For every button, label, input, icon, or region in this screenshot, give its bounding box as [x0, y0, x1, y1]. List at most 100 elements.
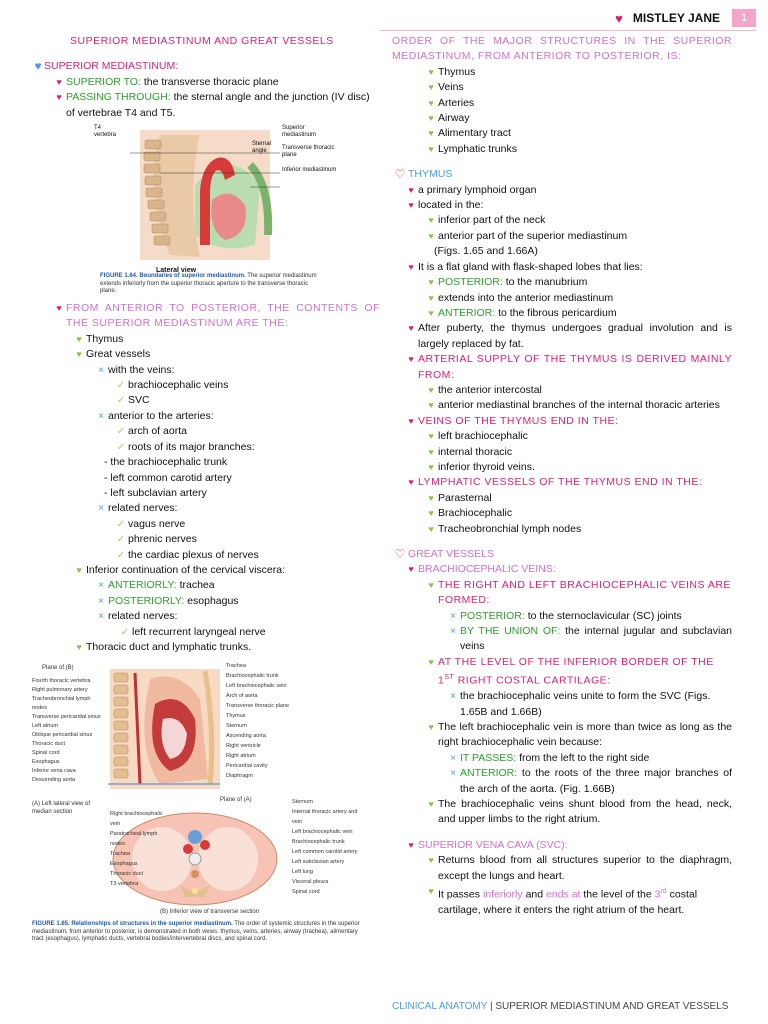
page-number: 1 [732, 9, 756, 27]
list-item: ×with the veins: [40, 363, 380, 378]
list-item: ♥LYMPHATIC VESSELS OF THE THYMUS END IN … [392, 475, 732, 490]
header-divider [380, 30, 756, 31]
list-item: ♥extends into the anterior mediastinum [392, 291, 732, 306]
heart-bullet-icon: ♥ [428, 307, 434, 318]
list-item: ♥Alimentary tract [392, 126, 732, 141]
figure-label: Sternal angle [252, 141, 272, 155]
page-header: ♥ MISTLEY JANE 1 [615, 8, 756, 28]
list-item: ♥The brachiocephalic veins shunt blood f… [392, 797, 732, 828]
heart-bullet-icon: ♥ [408, 261, 414, 272]
figure-label: Inferior mediastinum [282, 167, 337, 174]
cross-bullet-icon: × [98, 410, 104, 422]
list-item: ×BY THE UNION OF: the internal jugular a… [392, 624, 732, 655]
section-heading: SUPERIOR MEDIASTINUM: [44, 60, 179, 73]
section-heading: GREAT VESSELS [408, 548, 494, 560]
list-item: ×IT PASSES: from the left to the right s… [392, 751, 732, 766]
list-item: ♥Tracheobronchial lymph nodes [392, 522, 732, 537]
page-footer: CLINICAL ANATOMY | SUPERIOR MEDIASTINUM … [392, 1001, 728, 1012]
mediastinum-lateral-illustration [130, 130, 280, 261]
list-item: - left common carotid artery [104, 471, 232, 484]
heart-bullet-icon: ♥ [408, 477, 414, 488]
figure-caption: FIGURE 1.65. Relationships of structures… [32, 921, 360, 943]
heart-bullet-icon: ♥ [56, 303, 62, 314]
sm-heading-row: ♥ SUPERIOR MEDIASTINUM: [32, 59, 380, 74]
section-heading: FROM ANTERIOR TO POSTERIOR, THE CONTENTS… [66, 302, 380, 330]
list-item: ♥ SUPERIOR TO: the transverse thoracic p… [40, 75, 380, 90]
list-item: ♥SUPERIOR VENA CAVA (SVC): [392, 838, 732, 853]
heart-bullet-icon: ♥ [428, 128, 434, 139]
great-vessels-heading-row: ♡ GREAT VESSELS [392, 547, 732, 562]
list-item: ×ANTERIORLY: trachea [40, 578, 380, 593]
list-item: ♥the anterior intercostal [392, 383, 732, 398]
list-item: ♥ It passes inferiorly and ends at the l… [392, 884, 732, 918]
figure-subcaption: (A) Left lateral view of median section [32, 801, 91, 815]
list-item: ♥left brachiocephalic [392, 429, 732, 444]
cross-bullet-icon: × [98, 611, 104, 623]
heart-bullet-icon: ♥ [76, 641, 82, 652]
list-item: ✓SVC [40, 393, 380, 408]
list-item: ♥Thymus [392, 65, 732, 80]
list-item: ♥ANTERIOR: to the fibrous pericardium [392, 306, 732, 321]
list-item: ♥located in the: [392, 198, 732, 213]
list-item: ♥internal thoracic [392, 445, 732, 460]
list-item: ♥Returns blood from all structures super… [392, 853, 732, 884]
outline-heart-icon: ♡ [394, 167, 406, 182]
list-item: ♥anterior mediastinal branches of the in… [392, 398, 732, 413]
list-item: ×the brachiocephalic veins unite to form… [392, 689, 732, 720]
section-heading: THYMUS [408, 168, 453, 181]
list-item: - left subclavian artery [104, 486, 207, 499]
heart-bullet-icon: ♥ [428, 886, 434, 897]
list-item: ×POSTERIORLY: esophagus [40, 594, 380, 609]
heart-bullet-icon: ♥ [408, 323, 414, 334]
heart-bullet-icon: ♥ [428, 523, 434, 534]
list-item: ♥Parasternal [392, 491, 732, 506]
list-item: ♥ARTERIAL SUPPLY OF THE THYMUS IS DERIVE… [392, 352, 732, 383]
outline-heart-icon: ♡ [394, 547, 406, 561]
list-item: ✓the cardiac plexus of nerves [40, 548, 380, 563]
list-item: ♥ PASSING THROUGH: the sternal angle and… [40, 90, 380, 121]
figure-label-list: Fourth thoracic vertebra Right pulmonary… [32, 678, 101, 784]
figure-label: Transverse thoracic plane [282, 145, 335, 159]
heart-bullet-icon: ♥ [428, 461, 434, 472]
cross-bullet-icon: × [450, 768, 456, 780]
check-bullet-icon: ✓ [116, 518, 126, 530]
right-column: ORDER OF THE MAJOR STRUCTURES IN THE SUP… [392, 34, 732, 918]
heart-bullet-icon: ♥ [428, 446, 434, 457]
figure-label: Superior mediastinum [282, 125, 317, 139]
figure-subcaption: (B) Inferior view of transverse section [160, 909, 260, 916]
list-item: ✓roots of its major branches: [40, 440, 380, 455]
check-bullet-icon: ✓ [116, 549, 126, 561]
figure-view-label: Lateral view [156, 267, 197, 275]
list-item: ♥Veins [392, 80, 732, 95]
cross-bullet-icon: × [450, 691, 456, 703]
heart-bullet-icon: ♥ [428, 721, 434, 732]
check-bullet-icon: ✓ [116, 380, 126, 392]
check-bullet-icon: ✓ [116, 395, 126, 407]
heart-bullet-icon: ♥ [76, 333, 82, 344]
cross-bullet-icon: × [450, 626, 456, 638]
figure-1-65: Plane of (B) Fourth thoracic vertebra Ri… [30, 659, 370, 942]
list-item: ✓vagus nerve [40, 517, 380, 532]
footer-course: CLINICAL ANATOMY [392, 1001, 488, 1012]
heart-bullet-icon: ♥ [56, 92, 62, 103]
figure-label: Plane of (B) [42, 665, 74, 672]
list-item: ♥inferior part of the neck [392, 213, 732, 228]
check-bullet-icon: ✓ [116, 441, 126, 453]
list-item: ♥inferior thyroid veins. [392, 460, 732, 475]
footer-topic: SUPERIOR MEDIASTINUM AND GREAT VESSELS [495, 1001, 729, 1012]
heart-bullet-icon: ♥ [428, 656, 434, 667]
heart-bullet-icon: ♥ [408, 354, 414, 365]
heart-bullet-icon: ♥ [428, 431, 434, 442]
author-name: MISTLEY JANE [632, 11, 720, 25]
cross-bullet-icon: × [98, 364, 104, 376]
cross-bullet-icon: × [450, 752, 456, 764]
figure-label-list: Trachea Brachiocephalic trunk Left brach… [226, 663, 290, 780]
list-item: ♥Brachiocephalic [392, 506, 732, 521]
heart-bullet-icon: ♥ [428, 579, 434, 590]
check-bullet-icon: ✓ [120, 626, 130, 638]
heart-bullet-icon: ♥ [408, 184, 414, 195]
list-item: ×ANTERIOR: to the roots of the three maj… [392, 766, 732, 797]
heart-bullet-icon: ♥ [408, 564, 414, 575]
list-item: ♥Great vessels [40, 347, 380, 362]
figure-label-list: Right brachiocephalic vein Paratracheal … [110, 811, 163, 888]
